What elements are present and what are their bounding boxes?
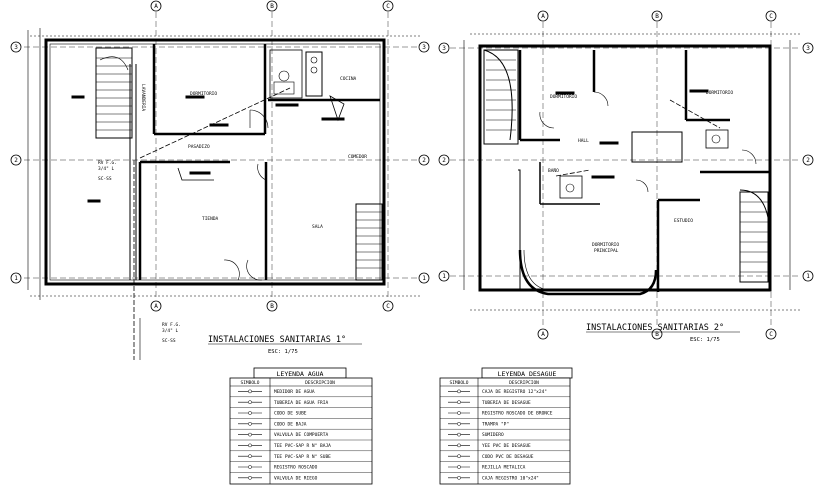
axis-a-top-2: A	[541, 13, 545, 20]
axis-1-right-2: 1	[806, 273, 810, 280]
legend-desague-col-symbol: SIMBOLO	[450, 380, 469, 386]
legend_agua-symbol-mark-5	[248, 443, 252, 448]
legend_desague-symbol-mark-8	[457, 475, 461, 480]
plan-2-axis-bubbles	[438, 10, 814, 340]
legend_agua-symbol-mark-2	[248, 411, 252, 415]
plan-1	[24, 12, 425, 360]
riser-label-1c: SC-SS	[98, 176, 112, 182]
axis-1-left-2: 1	[442, 273, 446, 280]
legend_agua-row-8: VALVULA DE RIEGO	[274, 475, 318, 481]
legend-agua-title: LEYENDA AGUA	[277, 370, 324, 378]
axis-c-top-1: C	[386, 3, 390, 10]
plan-2-title: INSTALACIONES SANITARIAS 2°	[586, 323, 724, 333]
room-hall-2: HALL	[578, 138, 589, 144]
room-dormitorio-2b: DORMITORIO	[706, 90, 733, 96]
legend_agua-row-5: TEE PVC-SAP R N° BAJA	[274, 443, 331, 449]
axis-b-bottom-2: B	[655, 331, 659, 338]
legend_desague-symbol-mark-3	[457, 421, 461, 426]
riser-label-2c: SC-SS	[162, 338, 176, 344]
legend-agua: LEYENDA AGUA SIMBOLO DESCRIPCION MEDIDOR…	[229, 367, 373, 485]
axis-c-top-2: C	[769, 13, 773, 20]
room-tienda-1: TIENDA	[202, 216, 219, 222]
legend_desague-row-8: CAJA REGISTRO 10"x24"	[482, 475, 539, 481]
legend_desague-symbol-mark-5	[457, 443, 461, 448]
room-dormitorio-1: DORMITORIO	[190, 91, 217, 97]
legend_desague-symbol-mark-1	[457, 400, 461, 405]
axis-a-bottom-1: A	[154, 303, 158, 310]
legend_agua-row-1: TUBERIA DE AGUA FRIA	[274, 400, 328, 406]
legend_desague-symbol-mark-0	[457, 389, 461, 394]
room-bano-2: BAÑO	[548, 167, 559, 174]
plan-1-scale: ESC: 1/75	[268, 349, 298, 355]
legend_agua-symbol-mark-1	[248, 400, 252, 405]
axis-b-bottom-1: B	[270, 303, 274, 310]
legend_agua-row-0: MEDIDOR DE AGUA	[274, 389, 315, 395]
legend_agua-symbol-mark-7	[248, 465, 252, 469]
room-principal-2b: PRINCIPAL	[594, 248, 619, 254]
axis-c-bottom-2: C	[769, 331, 773, 338]
axis-2-left-2: 2	[442, 157, 446, 164]
room-sala-1: SALA	[312, 224, 323, 230]
room-pasadizo-1: PASADIZO	[188, 144, 210, 150]
riser-label-1b: 3/4" L	[98, 166, 115, 172]
room-estudio-2: ESTUDIO	[674, 218, 693, 224]
axis-2-left-1: 2	[14, 157, 18, 164]
legend_desague-symbol-mark-4	[457, 432, 461, 437]
legend_desague-row-7: REJILLA METALICA	[482, 465, 526, 471]
legend-desague: LEYENDA DESAGUE SIMBOLO DESCRIPCION CAJA…	[439, 367, 573, 485]
legend_agua-row-2: CODO DE SUBE	[274, 411, 307, 417]
axis-3-right-1: 3	[422, 44, 426, 51]
legend_agua-symbol-mark-8	[248, 475, 252, 480]
legend-desague-title: LEYENDA DESAGUE	[498, 370, 557, 378]
room-cocina-1: COCINA	[340, 76, 357, 82]
axis-a-bottom-2: A	[541, 331, 545, 338]
axis-3-left-2: 3	[442, 45, 446, 52]
axis-3-right-2: 3	[806, 45, 810, 52]
legend_desague-symbol-mark-6	[457, 454, 461, 459]
legend_agua-row-4: VALVULA DE COMPUERTA	[274, 432, 328, 438]
riser-label-2a: RV F.G.	[162, 322, 181, 328]
riser-label-1a: RV F.G.	[98, 160, 117, 166]
axis-2-right-2: 2	[806, 157, 810, 164]
legend_agua-row-6: TEE PVC-SAP R N° SUBE	[274, 454, 331, 460]
legend_desague-row-0: CAJA DE REGISTRO 12"x24"	[482, 389, 547, 395]
room-dormitorio-2a: DORMITORIO	[550, 94, 577, 100]
legend-desague-col-desc: DESCRIPCION	[509, 380, 539, 386]
legend_agua-row-7: REGISTRO ROSCADO	[274, 465, 318, 471]
axis-1-left-1: 1	[14, 275, 18, 282]
riser-label-2b: 3/4" L	[162, 328, 179, 334]
legend_agua-symbol-mark-0	[248, 389, 252, 394]
legend_desague-row-3: TRAMPA "P"	[482, 421, 509, 427]
room-principal-2a: DORMITORIO	[592, 242, 619, 248]
legend_desague-symbol-mark-2	[457, 411, 461, 415]
legend_desague-row-5: YEE PVC DE DESAGUE	[482, 443, 531, 449]
room-lavanderia-1: LAVANDERIA	[140, 84, 146, 111]
axis-3-left-1: 3	[14, 44, 18, 51]
legend_desague-row-2: REGISTRO ROSCADO DE BRONCE	[482, 411, 553, 417]
legend_desague-symbol-mark-7	[457, 465, 461, 469]
room-comedor-1: COMEDOR	[348, 154, 367, 160]
legend_desague-row-6: CODO PVC DE DESAGUE	[482, 454, 534, 460]
plan-2	[450, 22, 800, 328]
plan-2-scale: ESC: 1/75	[690, 337, 720, 343]
legend_agua-symbol-mark-4	[248, 432, 252, 437]
legend_agua-symbol-mark-3	[248, 421, 252, 426]
legend_desague-row-4: SUMIDERO	[482, 432, 504, 438]
legend_agua-row-3: CODO DE BAJA	[274, 421, 307, 427]
axis-b-top-1: B	[270, 3, 274, 10]
axis-b-top-2: B	[655, 13, 659, 20]
legend_agua-symbol-mark-6	[248, 454, 252, 459]
plan-1-title: INSTALACIONES SANITARIAS 1°	[208, 335, 346, 345]
axis-1-right-1: 1	[422, 275, 426, 282]
axis-a-top-1: A	[154, 3, 158, 10]
legend-agua-col-desc: DESCRIPCION	[305, 380, 335, 386]
plan-1-axis-bubbles	[10, 0, 430, 312]
legend_desague-row-1: TUBERIA DE DESAGUE	[482, 400, 531, 406]
axis-c-bottom-1: C	[386, 303, 390, 310]
axis-2-right-1: 2	[422, 157, 426, 164]
legend-agua-col-symbol: SIMBOLO	[241, 380, 260, 386]
